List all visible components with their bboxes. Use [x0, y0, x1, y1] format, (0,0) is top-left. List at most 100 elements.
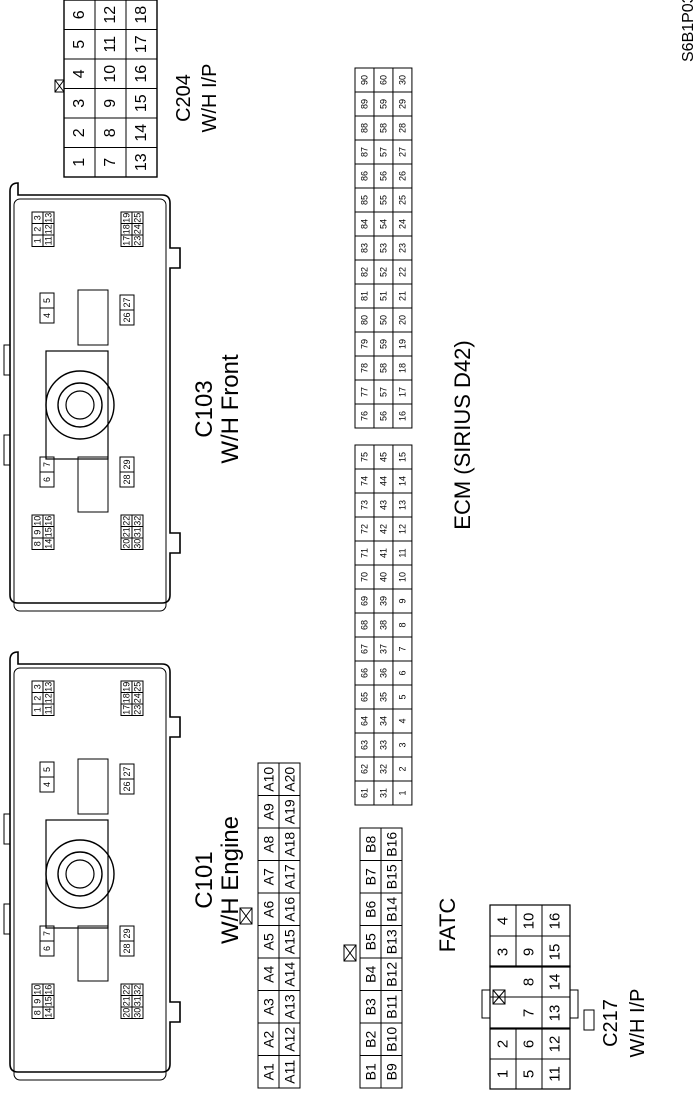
c101-pins-a-pin: 12: [44, 693, 54, 703]
c101-pins-h-pin: 22: [122, 985, 132, 995]
ecm-block1-pin: 40: [378, 572, 388, 582]
ecm-block2-pin: 56: [378, 171, 388, 181]
c103-pins-g-pin: 8: [33, 541, 43, 546]
fatc-b-pin: B2: [363, 1030, 379, 1047]
c103-bolt-ring: [57, 382, 103, 428]
c217-name: C217: [600, 999, 622, 1047]
c217-pin: 4: [495, 917, 512, 925]
ecm-block2-pin: 87: [359, 147, 369, 157]
ecm-block2-pin: 80: [359, 315, 369, 325]
fatc-a-pin: A4: [261, 965, 277, 982]
c103-pins-g-pin: 10: [33, 516, 43, 526]
c101-pins-g-pin: 9: [33, 999, 43, 1004]
c101-pins-h-pin: 32: [133, 985, 143, 995]
ecm-block2-pin: 83: [359, 243, 369, 253]
c204-pin: 2: [71, 128, 88, 137]
c103-pins-a-pin: 11: [44, 236, 54, 245]
c101-pins-g-pin: 14: [44, 1008, 54, 1018]
ecm-block2-pin: 54: [378, 219, 388, 229]
c101-bolt-ring: [57, 851, 103, 897]
ecm-block1-pin: 70: [359, 572, 369, 582]
c217-pin: 9: [521, 948, 538, 956]
ecm-block1-pin: 45: [378, 452, 388, 462]
ecm-block1-pin: 37: [378, 644, 388, 654]
c217-pin: 1: [495, 1070, 512, 1078]
c204-pin: 1: [71, 158, 88, 167]
fatc-a-pin: A16: [282, 897, 298, 922]
fatc-b-pin: B4: [363, 965, 379, 982]
c101-pins-e-pin: 7: [42, 931, 52, 936]
c101-pins-h-pin: 21: [122, 996, 132, 1006]
ecm-block1-pin: 61: [359, 788, 369, 798]
ecm-block1-pin: 44: [378, 476, 388, 486]
ecm-block1-pin: 38: [378, 620, 388, 630]
ecm-block2-pin: 82: [359, 267, 369, 277]
c101-pins-d-pin: 17: [122, 705, 132, 715]
ecm-block1-pin: 11: [397, 548, 407, 557]
c204-pin: 3: [71, 99, 88, 108]
ecm-block1-pin: 31: [378, 788, 388, 798]
c103-pins-f-pin: 29: [122, 459, 132, 469]
ecm-block1-pin: 62: [359, 764, 369, 774]
ecm-block2-frame: [354, 67, 413, 429]
c204-pin: 18: [133, 6, 150, 24]
c103-guide: [77, 289, 109, 346]
ecm-block2-pin: 86: [359, 171, 369, 181]
c204-pin: 14: [133, 124, 150, 142]
fatc-a-pin: A6: [261, 900, 277, 917]
fatc-b-pin: B14: [384, 897, 400, 922]
fatc-a-pin: A12: [282, 1027, 298, 1052]
ecm-block1-pin: 73: [359, 500, 369, 510]
ecm-block1-pin: 13: [397, 500, 407, 510]
ecm-block2-pin: 17: [397, 387, 407, 397]
c217-latch-x: [492, 989, 506, 1005]
c101-tab: [3, 813, 11, 845]
c217-latch: [492, 989, 506, 1005]
fatc-a-pin: A7: [261, 868, 277, 885]
c204-pin: 9: [102, 99, 119, 108]
c101-pins-c-pin: 27: [122, 766, 132, 776]
c204-pin: 6: [71, 10, 88, 19]
fatc-label: FATC: [435, 898, 460, 953]
ecm-block2-pin: 29: [397, 99, 407, 109]
c101-pins-d-pin: 23: [133, 705, 143, 715]
c217-clip: [481, 989, 491, 1019]
c103-pins-a-pin: 13: [44, 213, 54, 223]
ecm-block1-pin: 12: [397, 524, 407, 534]
ecm-block1-pin: 32: [378, 764, 388, 774]
ecm-block1-pin: 72: [359, 524, 369, 534]
fatc-a-pin: A11: [282, 1060, 298, 1084]
c101-guide: [77, 925, 109, 982]
ecm-block2-pin: 22: [397, 267, 407, 277]
ecm-block1-pin: 71: [359, 548, 369, 558]
ecm-block1-pin: 43: [378, 500, 388, 510]
c103-pins-h-pin: 22: [122, 516, 132, 526]
fatc-a-pin: A18: [282, 832, 298, 857]
c103-tab: [3, 434, 11, 466]
c101-pins-g-pin: 8: [33, 1010, 43, 1015]
fatc-a-pin: A3: [261, 998, 277, 1015]
c204-pin: 12: [102, 6, 119, 24]
c103-pins-d-pin: 17: [122, 236, 132, 246]
c217-pin: 3: [495, 948, 512, 956]
fatc-a-pin: A20: [282, 767, 298, 792]
c204-pin: 10: [102, 65, 119, 83]
ecm-block1-pin: 15: [397, 452, 407, 462]
c217-pin: 7: [521, 1009, 538, 1017]
c103-pins-h-pin: 20: [122, 539, 132, 549]
c101-pins-a-pin: 11: [44, 705, 54, 714]
c101-pins-d-pin: 19: [122, 682, 132, 692]
ecm-block1-pin: 63: [359, 740, 369, 750]
ecm-block2-pin: 76: [359, 411, 369, 421]
ecm-block2-pin: 88: [359, 123, 369, 133]
ecm-block2-pin: 28: [397, 123, 407, 133]
ecm-block2-pin: 78: [359, 363, 369, 373]
c217-pin: 14: [547, 974, 564, 991]
c103-pins-a-pin: 1: [33, 238, 43, 243]
ecm-block1-pin: 9: [397, 598, 407, 603]
fatc-b-pin: B1: [363, 1063, 379, 1080]
ecm-block1-pin: 14: [397, 476, 407, 486]
fatc-b-latch: [343, 944, 357, 962]
c103-pins-d-pin: 24: [133, 224, 143, 234]
